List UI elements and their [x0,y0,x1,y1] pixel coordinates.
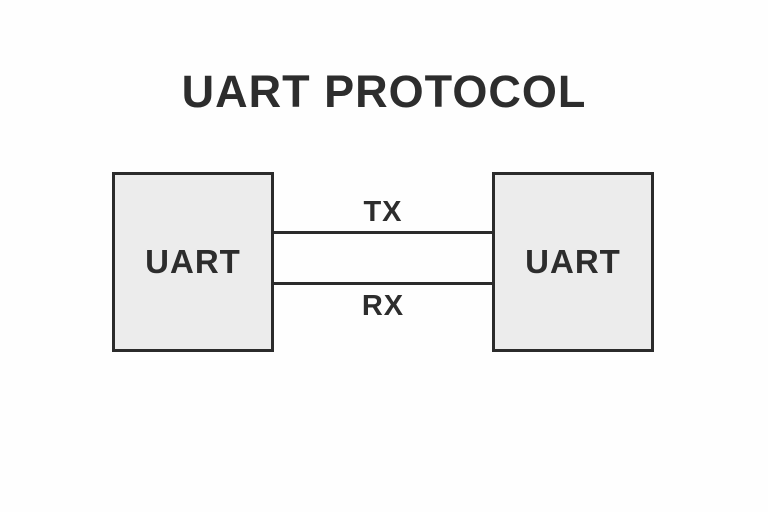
tx-wire-label: TX [363,196,403,228]
tx-wire-line [274,231,492,234]
rx-wire-line [274,282,492,285]
rx-wire-label: RX [361,290,405,322]
diagram-title: UART PROTOCOL [181,66,587,117]
uart-box-left: UART [112,172,274,352]
uart-box-left-label: UART [145,243,241,280]
uart-box-right: UART [492,172,654,352]
uart-box-right-label: UART [525,243,621,280]
